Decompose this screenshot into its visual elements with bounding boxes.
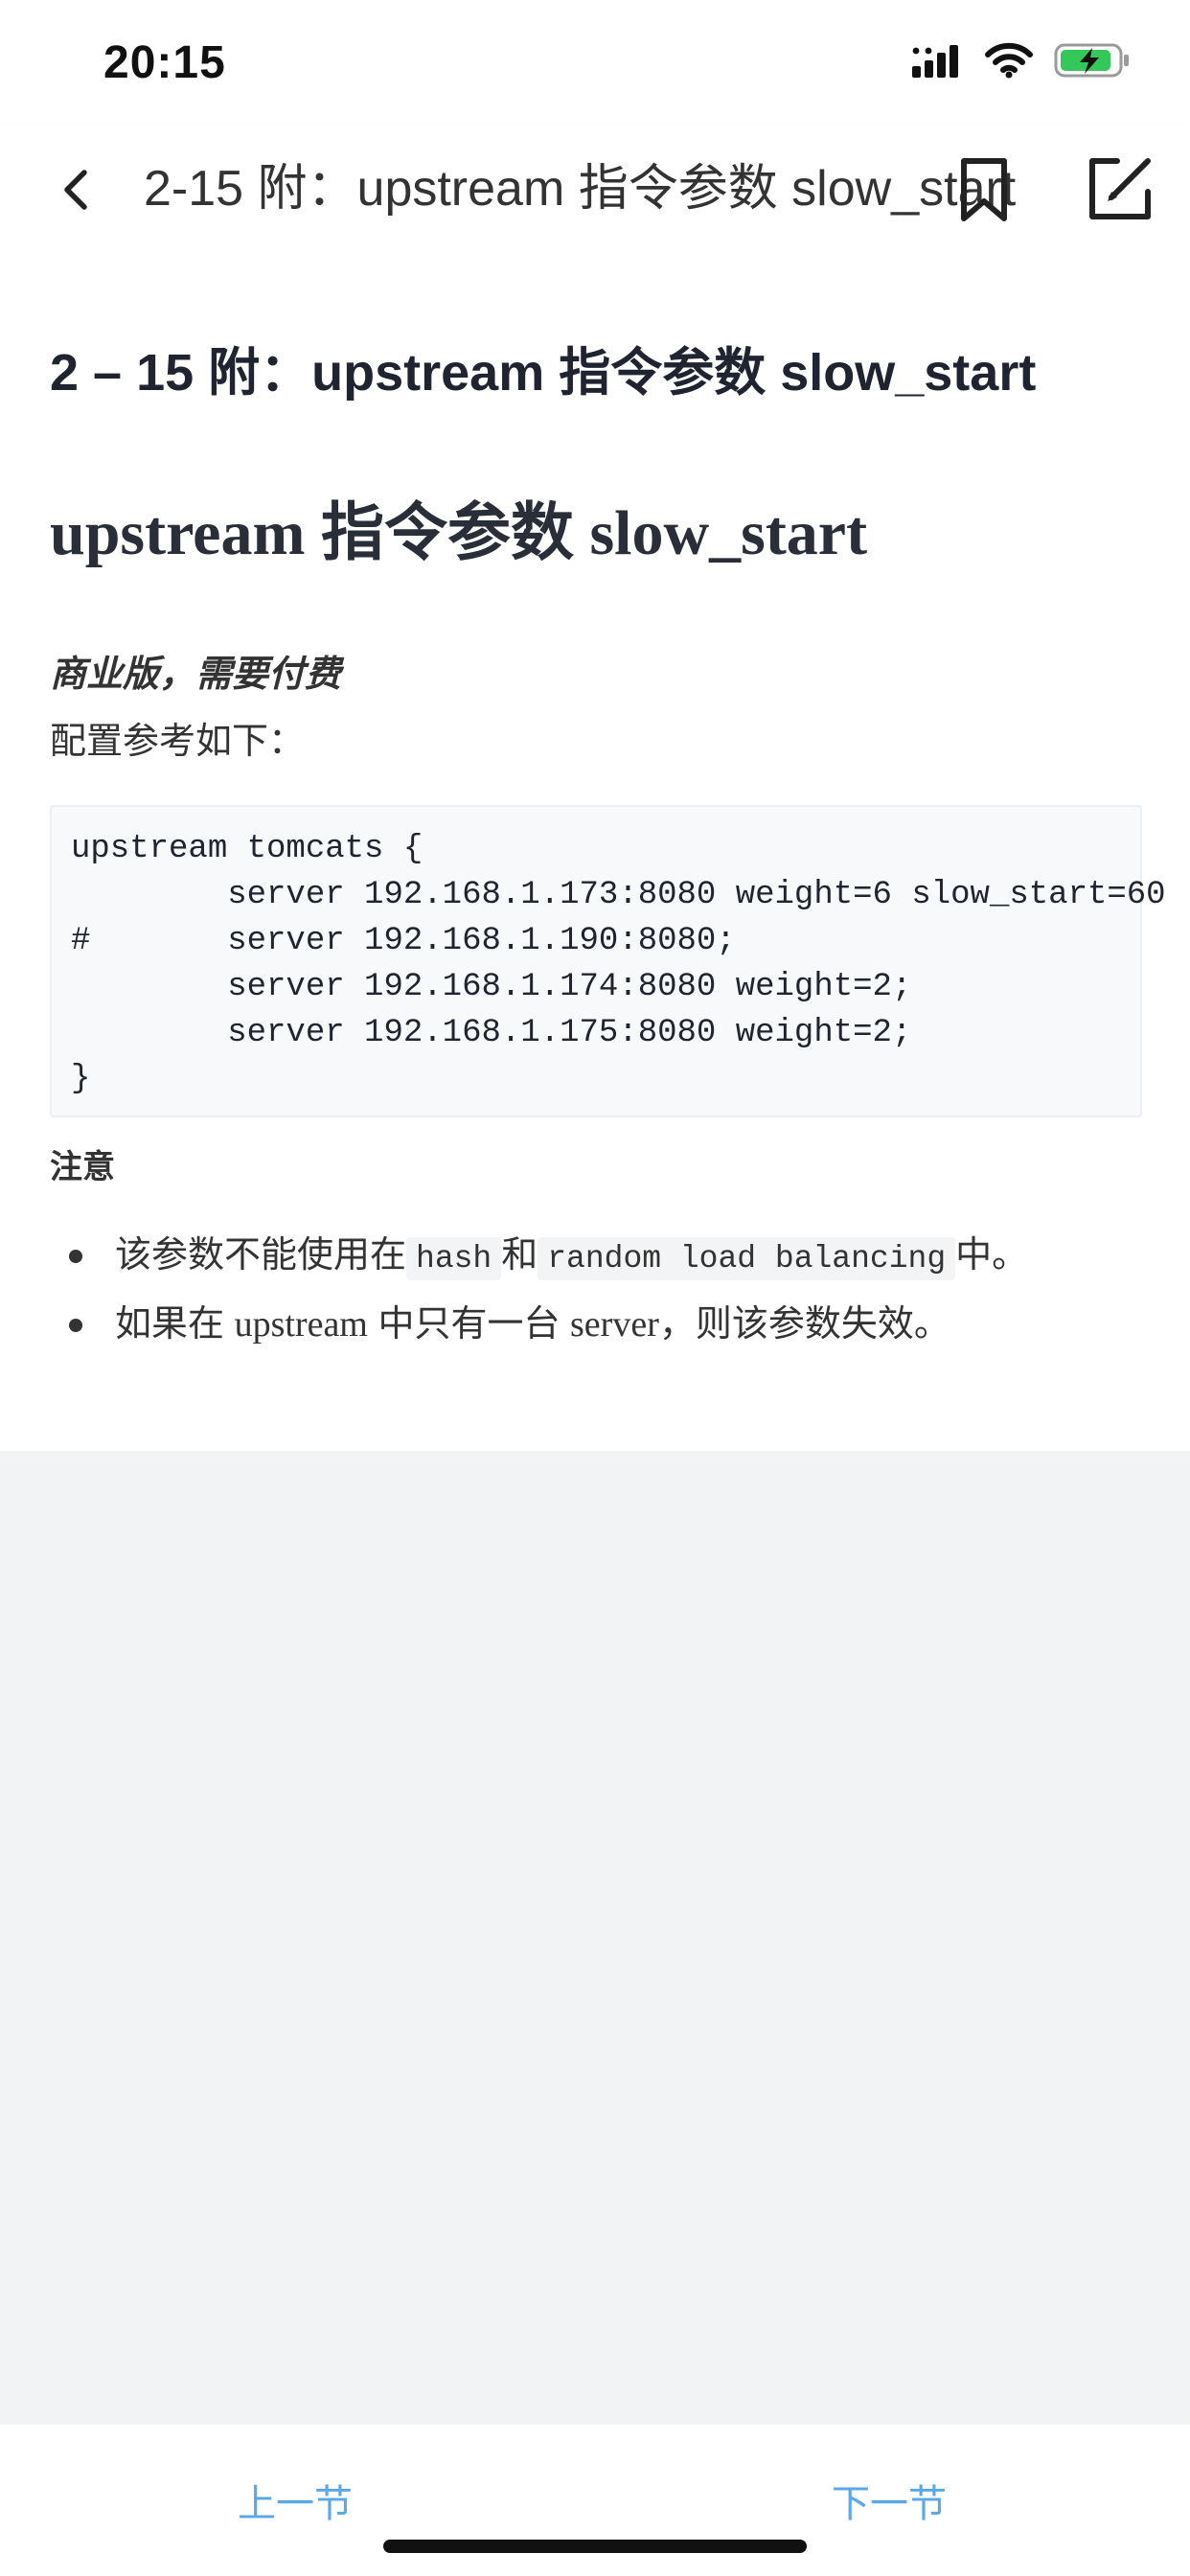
bullet-term: server	[570, 1304, 659, 1345]
bullet-text: ，则该参数失效。	[658, 1304, 950, 1345]
list-item: 如果在 upstream 中只有一台 server，则该参数失效。	[69, 1290, 1150, 1359]
back-arrow-icon[interactable]	[48, 161, 105, 218]
code-line: server 192.168.1.175:8080 weight=2;	[71, 1015, 912, 1051]
code-line: # server 192.168.1.190:8080;	[71, 923, 736, 959]
bullet-text: 中。	[955, 1235, 1029, 1276]
bookmark-icon[interactable]	[954, 155, 1014, 224]
bullet-text: 中只有一台	[378, 1304, 561, 1345]
status-time: 20:15	[103, 37, 226, 88]
nav-bar: 2-15 附：upstream 指令参数 slow_start	[0, 126, 1190, 253]
code-block: upstream tomcats { server 192.168.1.173:…	[50, 805, 1166, 1117]
code-line: }	[71, 1061, 91, 1097]
commercial-note: 商业版，需要付费	[50, 655, 342, 695]
code-line: upstream tomcats {	[71, 831, 423, 867]
status-icons	[912, 42, 1131, 79]
bullet-text: 如果在	[115, 1304, 225, 1345]
next-section-button[interactable]: 下一节	[832, 2483, 947, 2525]
status-bar: 20:15	[0, 0, 1190, 126]
code-line: server 192.168.1.173:8080 weight=6 slow_…	[71, 877, 1166, 913]
prev-section-button[interactable]: 上一节	[238, 2483, 353, 2525]
cellular-signal-icon	[912, 45, 958, 78]
notes-heading: 注意	[50, 1149, 115, 1185]
chapter-title: 2 – 15 附：upstream 指令参数 slow_start	[50, 344, 1037, 402]
edit-icon[interactable]	[1085, 153, 1156, 224]
intro-text: 配置参考如下：	[50, 722, 306, 762]
footer-nav: 上一节 下一节	[0, 2425, 1190, 2576]
article-heading: upstream 指令参数 slow_start	[50, 498, 868, 568]
battery-charging-icon	[1054, 43, 1129, 78]
inline-code: hash	[406, 1237, 502, 1280]
bullet-term: upstream	[234, 1304, 368, 1345]
wifi-icon	[985, 42, 1033, 79]
article-content: 2 – 15 附：upstream 指令参数 slow_start upstre…	[0, 253, 1190, 1451]
code-line: server 192.168.1.174:8080 weight=2;	[71, 969, 912, 1005]
bullet-text: 和	[501, 1235, 538, 1276]
nav-title: 2-15 附：upstream 指令参数 slow_start	[144, 161, 1017, 217]
home-indicator[interactable]	[383, 2540, 807, 2553]
bullet-text: 该参数不能使用在	[115, 1235, 407, 1276]
inline-code: random load balancing	[538, 1237, 956, 1280]
